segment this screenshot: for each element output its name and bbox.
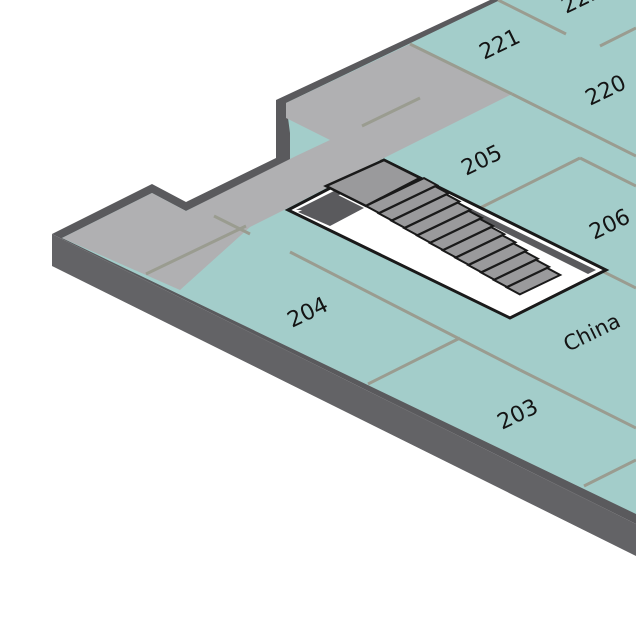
- stair-step: [440, 226, 507, 259]
- floor-slab: [62, 0, 636, 514]
- outer-wall-side: [52, 234, 636, 556]
- stairwell-ledge: [298, 194, 364, 226]
- stair-step: [466, 242, 529, 274]
- stair-step: [478, 250, 541, 281]
- stair-step: [491, 258, 552, 289]
- stair-step: [376, 185, 451, 222]
- stair-step: [363, 177, 440, 215]
- stair-step: [414, 209, 485, 244]
- stair-landing: [323, 158, 423, 208]
- stair-step: [453, 234, 518, 266]
- corridor[interactable]: [62, 44, 512, 290]
- stair-step: [402, 201, 473, 237]
- stair-step: [504, 266, 563, 296]
- stairwell[interactable]: [284, 158, 610, 320]
- stair-step: [427, 217, 496, 252]
- stair-step: [389, 193, 462, 229]
- stair-steps: [363, 177, 563, 296]
